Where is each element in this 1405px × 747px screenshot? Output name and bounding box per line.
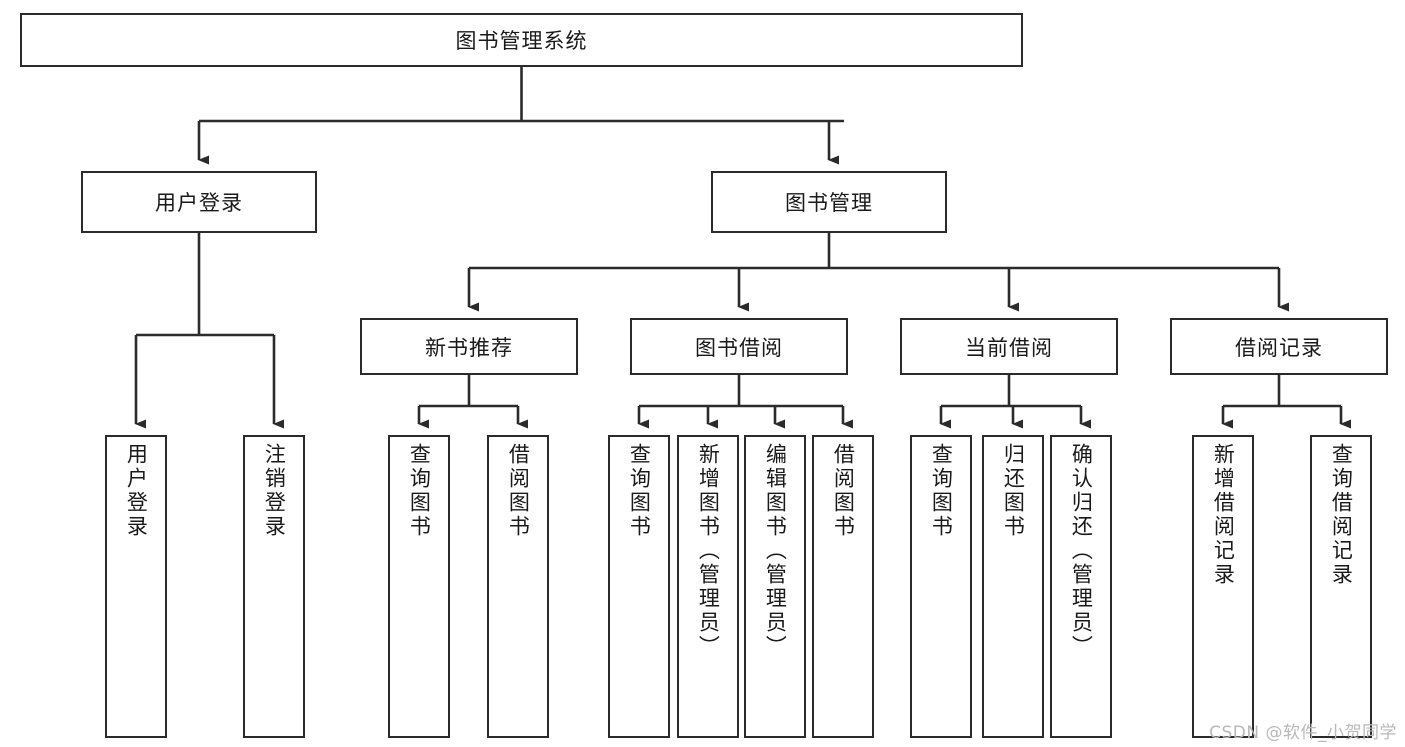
node-root-label: 图书管理系统 — [455, 29, 588, 53]
leaf-borrow-add[interactable]: 新增图书（管理员） — [677, 435, 739, 738]
leaf-user-logout-label: 注销登录 — [262, 443, 287, 539]
node-current-borrow[interactable]: 当前借阅 — [900, 318, 1118, 375]
node-book-borrow-label: 图书借阅 — [695, 335, 783, 360]
leaf-user-login-label: 用户登录 — [124, 443, 149, 539]
leaf-cur-query[interactable]: 查询图书 — [910, 435, 972, 738]
leaf-borrow-lend-label: 借阅图书 — [831, 443, 856, 539]
leaf-cur-query-label: 查询图书 — [929, 443, 954, 539]
leaf-borrow-query-label: 查询图书 — [627, 443, 652, 539]
leaf-cur-confirm-label: 确认归还（管理员） — [1069, 443, 1094, 659]
leaf-rec-borrow-label: 借阅图书 — [506, 443, 531, 539]
node-book-borrow[interactable]: 图书借阅 — [630, 318, 848, 375]
node-borrow-record[interactable]: 借阅记录 — [1170, 318, 1388, 375]
node-book-manage-label: 图书管理 — [785, 191, 873, 215]
node-new-book-rec[interactable]: 新书推荐 — [360, 318, 578, 375]
watermark: CSDN @软件_小贺同学 — [1209, 723, 1397, 743]
leaf-rec-query-label: 查询图书 — [407, 443, 432, 539]
leaf-rec-add-label: 新增借阅记录 — [1211, 443, 1236, 587]
node-new-book-rec-label: 新书推荐 — [425, 335, 513, 360]
leaf-user-login[interactable]: 用户登录 — [105, 435, 167, 738]
leaf-borrow-lend[interactable]: 借阅图书 — [812, 435, 874, 738]
leaf-rec-add[interactable]: 新增借阅记录 — [1192, 435, 1254, 738]
node-current-borrow-label: 当前借阅 — [965, 335, 1053, 360]
leaf-cur-return[interactable]: 归还图书 — [982, 435, 1044, 738]
leaf-borrow-query[interactable]: 查询图书 — [608, 435, 670, 738]
leaf-user-logout[interactable]: 注销登录 — [243, 435, 305, 738]
leaf-rec-search[interactable]: 查询借阅记录 — [1310, 435, 1372, 738]
leaf-rec-query[interactable]: 查询图书 — [388, 435, 450, 738]
node-user-login[interactable]: 用户登录 — [81, 171, 317, 233]
leaf-cur-return-label: 归还图书 — [1001, 443, 1026, 539]
leaf-rec-borrow[interactable]: 借阅图书 — [487, 435, 549, 738]
node-borrow-record-label: 借阅记录 — [1235, 335, 1323, 360]
leaf-borrow-edit-label: 编辑图书（管理员） — [763, 443, 788, 659]
node-user-login-label: 用户登录 — [155, 191, 243, 215]
leaf-borrow-add-label: 新增图书（管理员） — [696, 443, 721, 659]
leaf-borrow-edit[interactable]: 编辑图书（管理员） — [744, 435, 806, 738]
leaf-rec-search-label: 查询借阅记录 — [1329, 443, 1354, 587]
node-root[interactable]: 图书管理系统 — [20, 13, 1023, 67]
leaf-cur-confirm[interactable]: 确认归还（管理员） — [1050, 435, 1112, 738]
node-book-manage[interactable]: 图书管理 — [711, 171, 947, 233]
